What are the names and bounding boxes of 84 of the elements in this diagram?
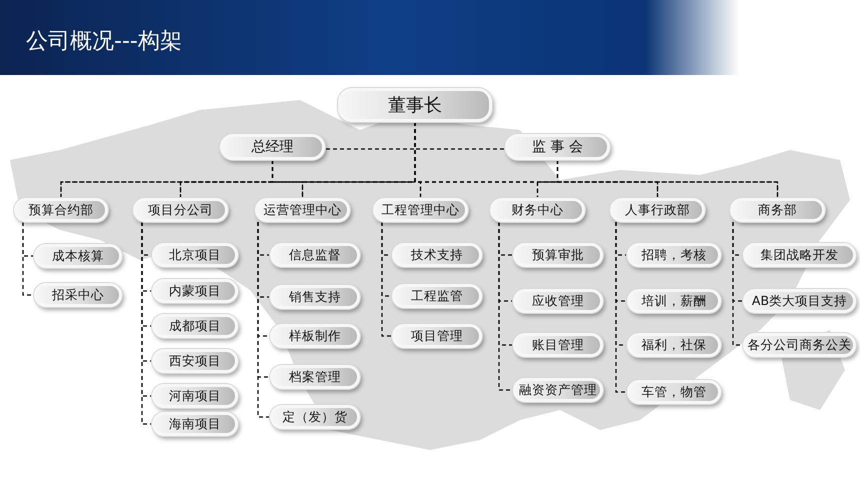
- unit-name: 运营管理中心: [264, 202, 342, 218]
- org-unit-box: [513, 243, 603, 267]
- org-unit-box: [627, 380, 721, 404]
- org-unit-box: [270, 243, 360, 267]
- org-unit-box: [270, 405, 360, 429]
- connector-line: [381, 222, 392, 337]
- org-unit-box: [743, 289, 856, 313]
- org-unit-box: [505, 134, 610, 160]
- unit-name: 财务中心: [512, 202, 564, 218]
- connector-line: [272, 160, 422, 198]
- connector-line: [732, 222, 743, 346]
- connector-line: [414, 122, 778, 198]
- unit-name: 招聘，考核: [642, 246, 706, 264]
- org-unit-box: [152, 349, 238, 373]
- unit-name: 账目管理: [532, 336, 584, 354]
- unit-name: 各分公司商务公关: [748, 336, 852, 354]
- org-unit-box: [490, 198, 585, 222]
- unit-name: 信息监督: [289, 246, 341, 264]
- unit-name: 集团战略开发: [760, 246, 838, 264]
- org-unit-box: [270, 324, 360, 348]
- org-unit-box: [627, 333, 721, 357]
- org-unit-box: [392, 284, 482, 308]
- unit-name: 人事行政部: [625, 202, 690, 218]
- unit-name: 成本核算: [52, 248, 104, 264]
- unit-name: 培训，薪酬: [642, 292, 706, 310]
- unit-name: 预算合约部: [28, 202, 94, 218]
- org-unit-box: [152, 314, 238, 338]
- unit-name: 档案管理: [289, 368, 341, 386]
- org-unit-box: [610, 198, 705, 222]
- unit-name: 预算审批: [532, 246, 584, 264]
- org-unit-box: [730, 198, 825, 222]
- unit-name: 项目管理: [411, 328, 463, 344]
- org-unit-box: [270, 365, 360, 389]
- org-unit-box: [513, 289, 603, 313]
- org-unit-box: [220, 134, 325, 160]
- unit-name: 融资资产管理: [519, 382, 597, 398]
- connector-line: [22, 222, 34, 296]
- org-unit-box: [627, 289, 721, 313]
- unit-name: 总经理: [252, 138, 294, 156]
- unit-name: 工程管理中心: [382, 202, 460, 218]
- unit-name: 技术支持: [411, 246, 463, 264]
- org-unit-box: [373, 198, 468, 222]
- org-unit-box: [513, 333, 603, 357]
- unit-name: AB类大项目支持: [752, 292, 848, 310]
- connector-line: [257, 222, 270, 418]
- connector-line: [615, 222, 627, 393]
- org-unit-box: [743, 243, 856, 267]
- org-unit-box: [392, 324, 482, 348]
- connector-line: [498, 222, 513, 391]
- unit-name: 西安项目: [169, 352, 221, 370]
- page-title: 公司概况---构架: [26, 28, 182, 56]
- org-unit-box: [152, 384, 238, 408]
- unit-name: 项目分公司: [148, 202, 213, 218]
- org-unit-box: [743, 333, 856, 357]
- org-unit-box: [34, 244, 122, 268]
- org-unit-box: [627, 243, 721, 267]
- org-unit-box: [34, 283, 122, 307]
- org-unit-box: [513, 378, 603, 402]
- unit-name: 监 事 会: [532, 138, 583, 156]
- org-unit-box: [392, 243, 482, 267]
- unit-name: 董事长: [388, 94, 442, 117]
- org-unit-box: [133, 198, 228, 222]
- unit-name: 福利，社保: [642, 336, 706, 354]
- unit-name: 内蒙项目: [169, 282, 221, 300]
- unit-name: 销售支持: [289, 288, 341, 306]
- unit-name: 成都项目: [169, 318, 221, 334]
- unit-name: 商务部: [758, 202, 797, 218]
- unit-name: 车管，物管: [642, 384, 706, 400]
- org-unit-box: [338, 88, 492, 122]
- unit-name: 北京项目: [169, 246, 221, 264]
- org-unit-box: [152, 243, 238, 267]
- unit-name: 样板制作: [289, 328, 341, 344]
- unit-name: 海南项目: [169, 416, 221, 432]
- org-unit-box: [14, 198, 108, 222]
- org-unit-box: [270, 285, 360, 309]
- unit-name: 应收管理: [532, 292, 584, 310]
- org-unit-box: [152, 412, 238, 436]
- unit-name: 工程监管: [411, 288, 463, 304]
- unit-name: 招采中心: [52, 286, 104, 304]
- org-unit-box: [255, 198, 350, 222]
- unit-name: 河南项目: [169, 388, 221, 404]
- connector-line: [556, 160, 778, 198]
- org-unit-box: [152, 279, 238, 303]
- unit-name: 定（发）货: [282, 408, 348, 426]
